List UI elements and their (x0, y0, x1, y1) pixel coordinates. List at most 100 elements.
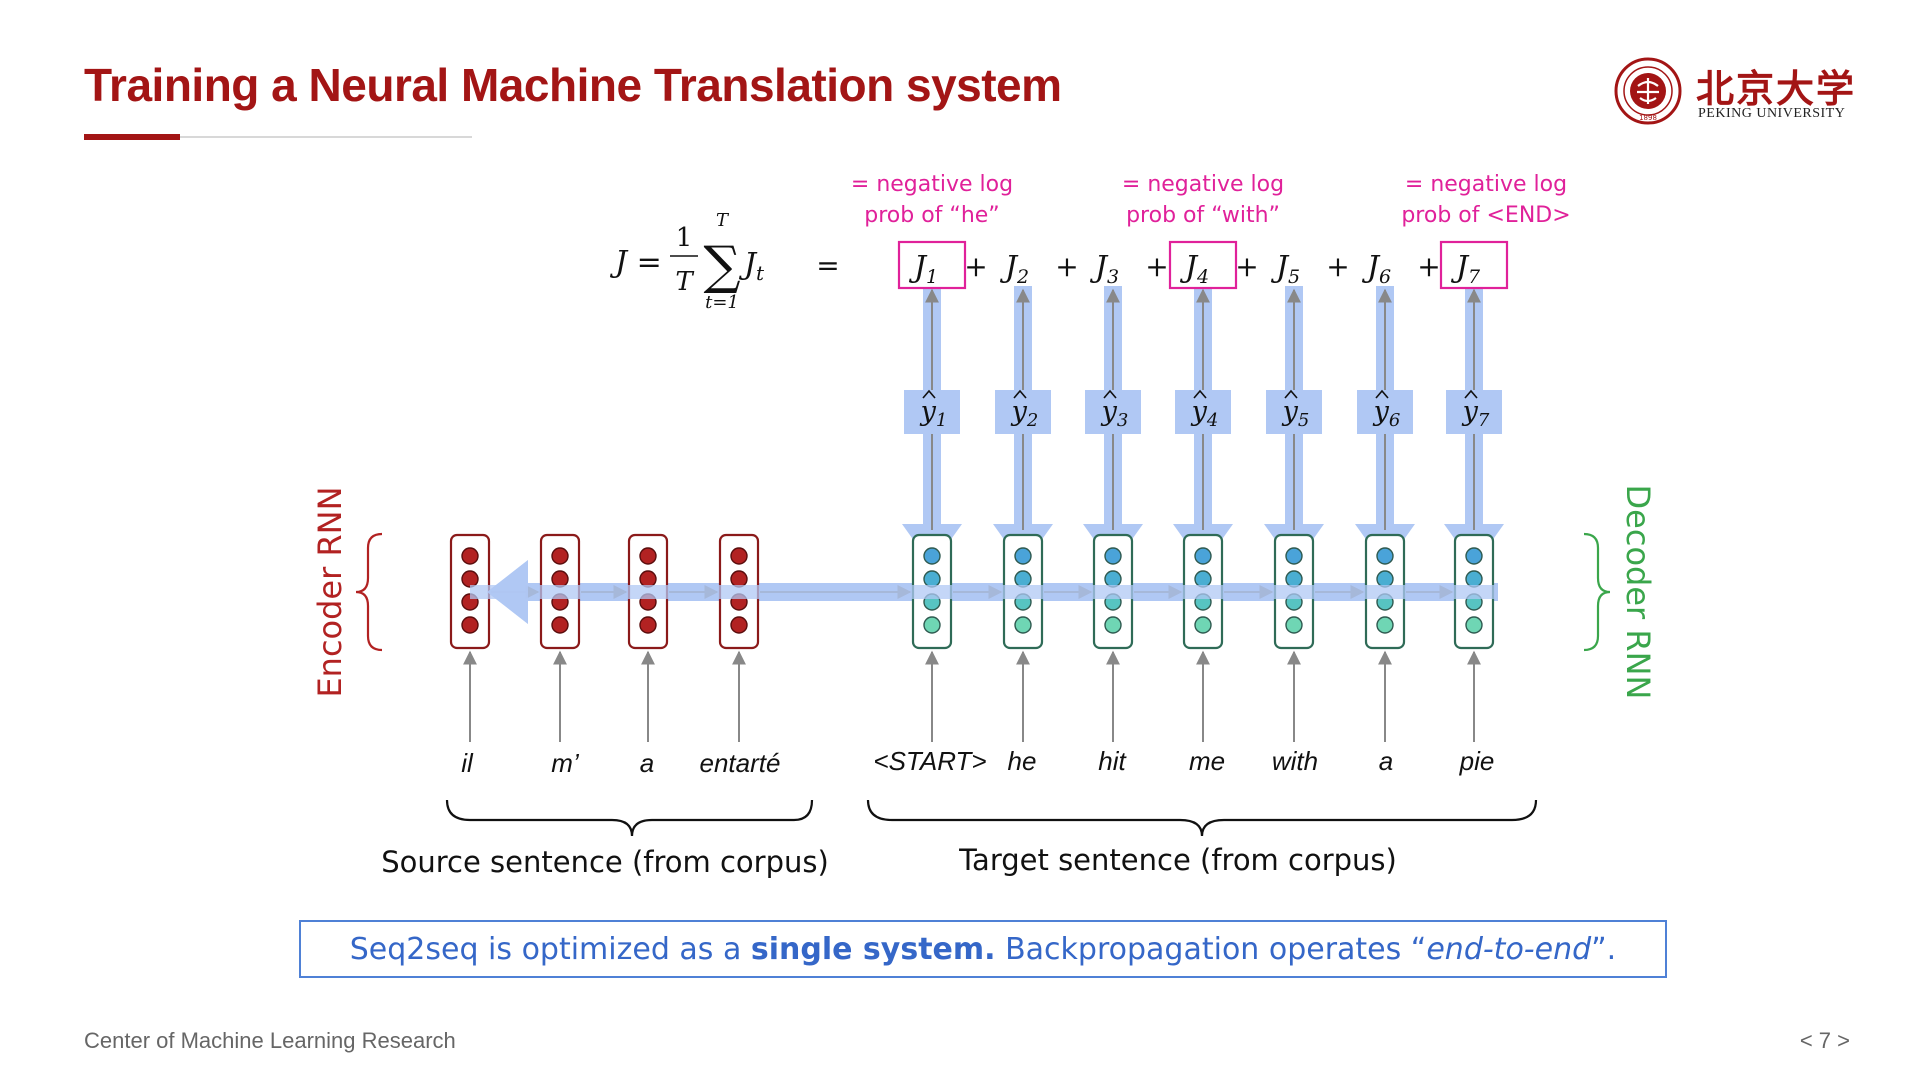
formula-equals: = (816, 249, 839, 282)
hat-icon (1193, 389, 1207, 399)
source-word: il (461, 748, 474, 778)
target-word: with (1272, 746, 1318, 776)
loss-term-box (1168, 240, 1238, 290)
encoder-brace (355, 532, 383, 652)
output-y-hat: y2 (1011, 396, 1039, 431)
target-brace (866, 799, 1538, 837)
output-y-hat: y5 (1282, 396, 1310, 431)
loss-term-box (1439, 240, 1509, 290)
banner-text-2: Backpropagation operates “ (995, 931, 1427, 967)
backprop-overlay (470, 585, 740, 599)
hat-icon (1464, 389, 1478, 399)
output-y-hat: y4 (1191, 396, 1219, 431)
source-brace (445, 799, 814, 837)
page-number: < 7 > (1799, 1028, 1850, 1053)
decoder-neuron (1376, 547, 1394, 565)
decoder-neuron (1376, 570, 1394, 588)
encoder-neuron (461, 616, 479, 634)
formula-frac-num: 1 (676, 223, 693, 253)
title-underline (84, 136, 472, 138)
rnn-cells (449, 533, 1496, 650)
decoder-neuron (1285, 570, 1303, 588)
decoder-brace (1583, 532, 1611, 652)
annotation-line-1: = negative log (851, 172, 1013, 197)
encoder-neuron (730, 616, 748, 634)
decoder-neuron (1285, 547, 1303, 565)
decoder-neuron (1465, 547, 1483, 565)
university-logo: 1898 北京大学 PEKING UNIVERSITY (1612, 56, 1862, 126)
target-word: he (1008, 746, 1037, 776)
output-label-bg (995, 390, 1051, 434)
output-y-hat: y3 (1101, 396, 1129, 431)
decoder-neuron (1194, 616, 1212, 634)
target-word: <START> (873, 746, 986, 776)
plus-sign: + (1417, 250, 1440, 283)
plus-sign: + (1145, 250, 1168, 283)
title-underline-accent (84, 134, 180, 140)
decoder-label: Decoder RNN (1619, 485, 1657, 700)
output-label-bg (1446, 390, 1502, 434)
encoder-neuron (551, 547, 569, 565)
source-caption: Source sentence (from corpus) (381, 845, 829, 879)
encoder-neuron (461, 570, 479, 588)
hat-icon (922, 389, 936, 399)
source-word: entarté (700, 748, 781, 778)
decoder-cell (911, 533, 953, 650)
university-name-en: PEKING UNIVERSITY (1698, 106, 1846, 121)
annotation-line-1: = negative log (1122, 172, 1284, 197)
output-label-bg (1175, 390, 1231, 434)
plus-sign: + (1055, 250, 1078, 283)
loss-term: J6 (1361, 250, 1391, 288)
encoder-neuron (551, 616, 569, 634)
decoder-neuron (1465, 570, 1483, 588)
formula-sum-top: T (716, 210, 730, 231)
output-label-bg (1266, 390, 1322, 434)
annotation-line-2: prob of “with” (1126, 203, 1280, 228)
decoder-neuron (1194, 570, 1212, 588)
plus-sign: + (1235, 250, 1258, 283)
target-word: pie (1459, 746, 1495, 776)
decoder-neuron (1465, 616, 1483, 634)
hat-icon (1103, 389, 1117, 399)
encoder-neuron (551, 570, 569, 588)
banner-bold-text: single system. (750, 931, 996, 967)
plus-sign: + (1326, 250, 1349, 283)
decoder-neuron (1194, 547, 1212, 565)
hat-icon (1013, 389, 1027, 399)
encoder-neuron (639, 616, 657, 634)
backprop-arrowhead-overlay (487, 560, 528, 624)
output-label-bg (1357, 390, 1413, 434)
decoder-neuron (923, 547, 941, 565)
loss-terms: J1+J2+J3+J4+J5+J6+J7 (897, 240, 1509, 290)
annotation-line-2: prob of “he” (864, 203, 999, 228)
banner-italic-text: end-to-end (1426, 931, 1592, 967)
loss-term: J3 (1089, 250, 1119, 288)
output-y-hat: y1 (920, 396, 948, 431)
loss-formula: J = 1 T T ∑ t=1 Jt = (609, 210, 840, 313)
annotation-line-2: prob of <END> (1401, 203, 1570, 228)
sum-icon: ∑ (703, 236, 740, 296)
seal-year: 1898 (1639, 114, 1657, 122)
formula-lhs: J = (609, 245, 662, 280)
decoder-neuron (1104, 570, 1122, 588)
loss-term: J2 (999, 250, 1029, 288)
plus-sign: + (964, 250, 987, 283)
hat-icon (1375, 389, 1389, 399)
annotation-line-1: = negative log (1405, 172, 1567, 197)
formula-sum-bottom: t=1 (705, 292, 739, 313)
loss-annotations: = negative log prob of “he” = negative log… (851, 172, 1571, 228)
encoder-neuron (730, 547, 748, 565)
backprop-overlay (740, 585, 1496, 599)
decoder-neuron (1104, 547, 1122, 565)
footer-organization: Center of Machine Learning Research (84, 1028, 456, 1053)
decoder-neuron (923, 570, 941, 588)
formula-term: Jt (738, 247, 765, 285)
banner-text-3: ”. (1591, 931, 1617, 967)
seal-icon: 1898 (1614, 57, 1682, 125)
loss-term-box (897, 240, 967, 290)
target-word: hit (1098, 746, 1127, 776)
decoder-neuron (923, 616, 941, 634)
